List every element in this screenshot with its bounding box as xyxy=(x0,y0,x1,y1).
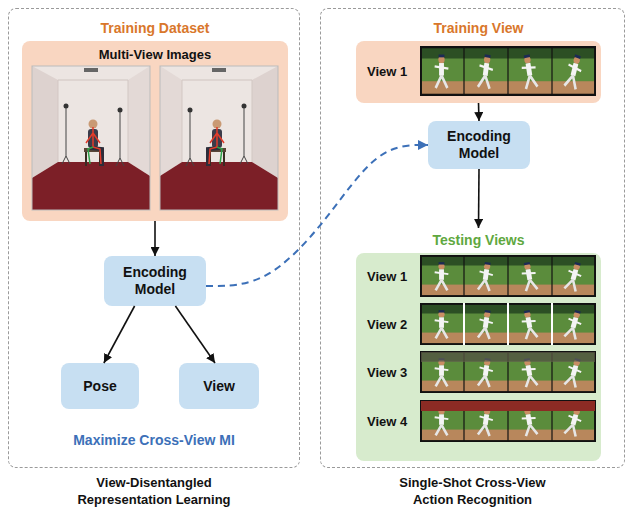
text-holder: Single-Shot Cross-View Action Recognitio… xyxy=(382,474,564,508)
text-holder: Encoding Model xyxy=(104,256,206,306)
testing-views-box: Testing ViewsView 1View 2View 3View 4 xyxy=(356,253,601,461)
text-holder: View 4 xyxy=(367,412,407,432)
view-label: View 4 xyxy=(367,414,407,429)
box-text: Encoding Model xyxy=(436,128,522,162)
output-box: Pose xyxy=(61,363,139,409)
box-heading: Training Dataset xyxy=(101,20,210,36)
text-holder: View 2 xyxy=(367,315,407,335)
text-holder: View 1 xyxy=(367,267,407,287)
text-holder: View 3 xyxy=(367,363,407,383)
view-label: View 1 xyxy=(367,269,407,284)
box-text: Pose xyxy=(83,378,116,395)
text-holder: Pose xyxy=(61,363,139,409)
flow-arrow xyxy=(154,221,156,256)
box-heading: Testing Views xyxy=(432,232,524,248)
process-box: Encoding Model xyxy=(428,121,530,169)
objective-label: Maximize Cross-View MI xyxy=(73,432,235,448)
text-holder: Multi-View Images xyxy=(22,46,288,63)
view-label: View 3 xyxy=(367,365,407,380)
view-label: View 2 xyxy=(367,317,407,332)
text-holder: Training View xyxy=(326,19,631,37)
output-box: View xyxy=(179,363,259,409)
text-holder: Training Dataset xyxy=(0,19,318,37)
dataset-box: Training DatasetMulti-View Images xyxy=(22,41,288,221)
flow-arrow xyxy=(478,103,480,121)
box-text: View xyxy=(203,378,235,395)
panel-caption: View-Disentangled Representation Learnin… xyxy=(77,475,230,507)
text-holder: View xyxy=(179,363,259,409)
text-holder: View 1 xyxy=(367,62,407,82)
text-holder: Encoding Model xyxy=(428,121,530,169)
panel-caption: Single-Shot Cross-View Action Recognitio… xyxy=(399,475,545,507)
flow-arrow xyxy=(104,306,135,363)
text-holder: Maximize Cross-View MI xyxy=(39,431,269,449)
process-box: Encoding Model xyxy=(104,256,206,306)
box-text: Encoding Model xyxy=(112,264,198,298)
text-holder: Testing Views xyxy=(326,231,631,249)
dashed-panel: Single-Shot Cross-View Action Recognitio… xyxy=(320,8,625,468)
view-label: View 1 xyxy=(367,64,407,79)
training-view-box: Training ViewView 1 xyxy=(356,41,601,103)
box-heading: Training View xyxy=(434,20,524,36)
box-text: Multi-View Images xyxy=(99,47,211,62)
flow-arrow xyxy=(478,169,480,228)
flow-arrow xyxy=(175,306,215,363)
text-holder: View-Disentangled Representation Learnin… xyxy=(59,474,249,508)
dashed-panel: View-Disentangled Representation Learnin… xyxy=(8,8,300,468)
